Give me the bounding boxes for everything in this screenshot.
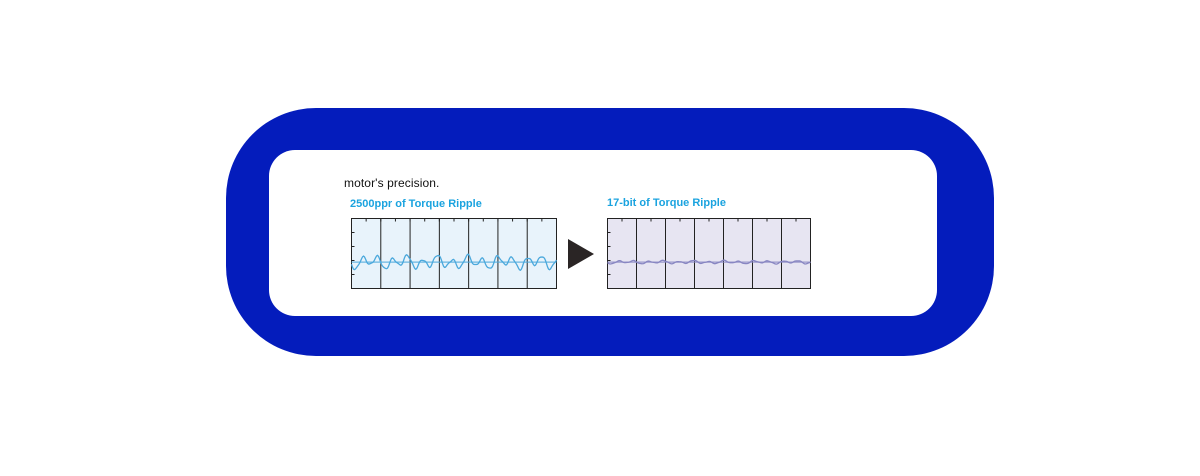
chart-title-17bit: 17-bit of Torque Ripple: [607, 197, 726, 209]
plot-area: [351, 218, 557, 289]
ripple-series-line: [607, 259, 811, 265]
chart-title-2500ppr: 2500ppr of Torque Ripple: [350, 198, 482, 210]
torque-ripple-chart-17bit: [607, 218, 811, 289]
play-arrow-icon: [568, 239, 594, 269]
ripple-series-line: [350, 253, 558, 272]
torque-ripple-chart-2500ppr: [350, 218, 558, 289]
caption-text: motor's precision.: [344, 176, 440, 190]
arrow-shape: [568, 239, 594, 269]
plot-area: [607, 218, 811, 289]
